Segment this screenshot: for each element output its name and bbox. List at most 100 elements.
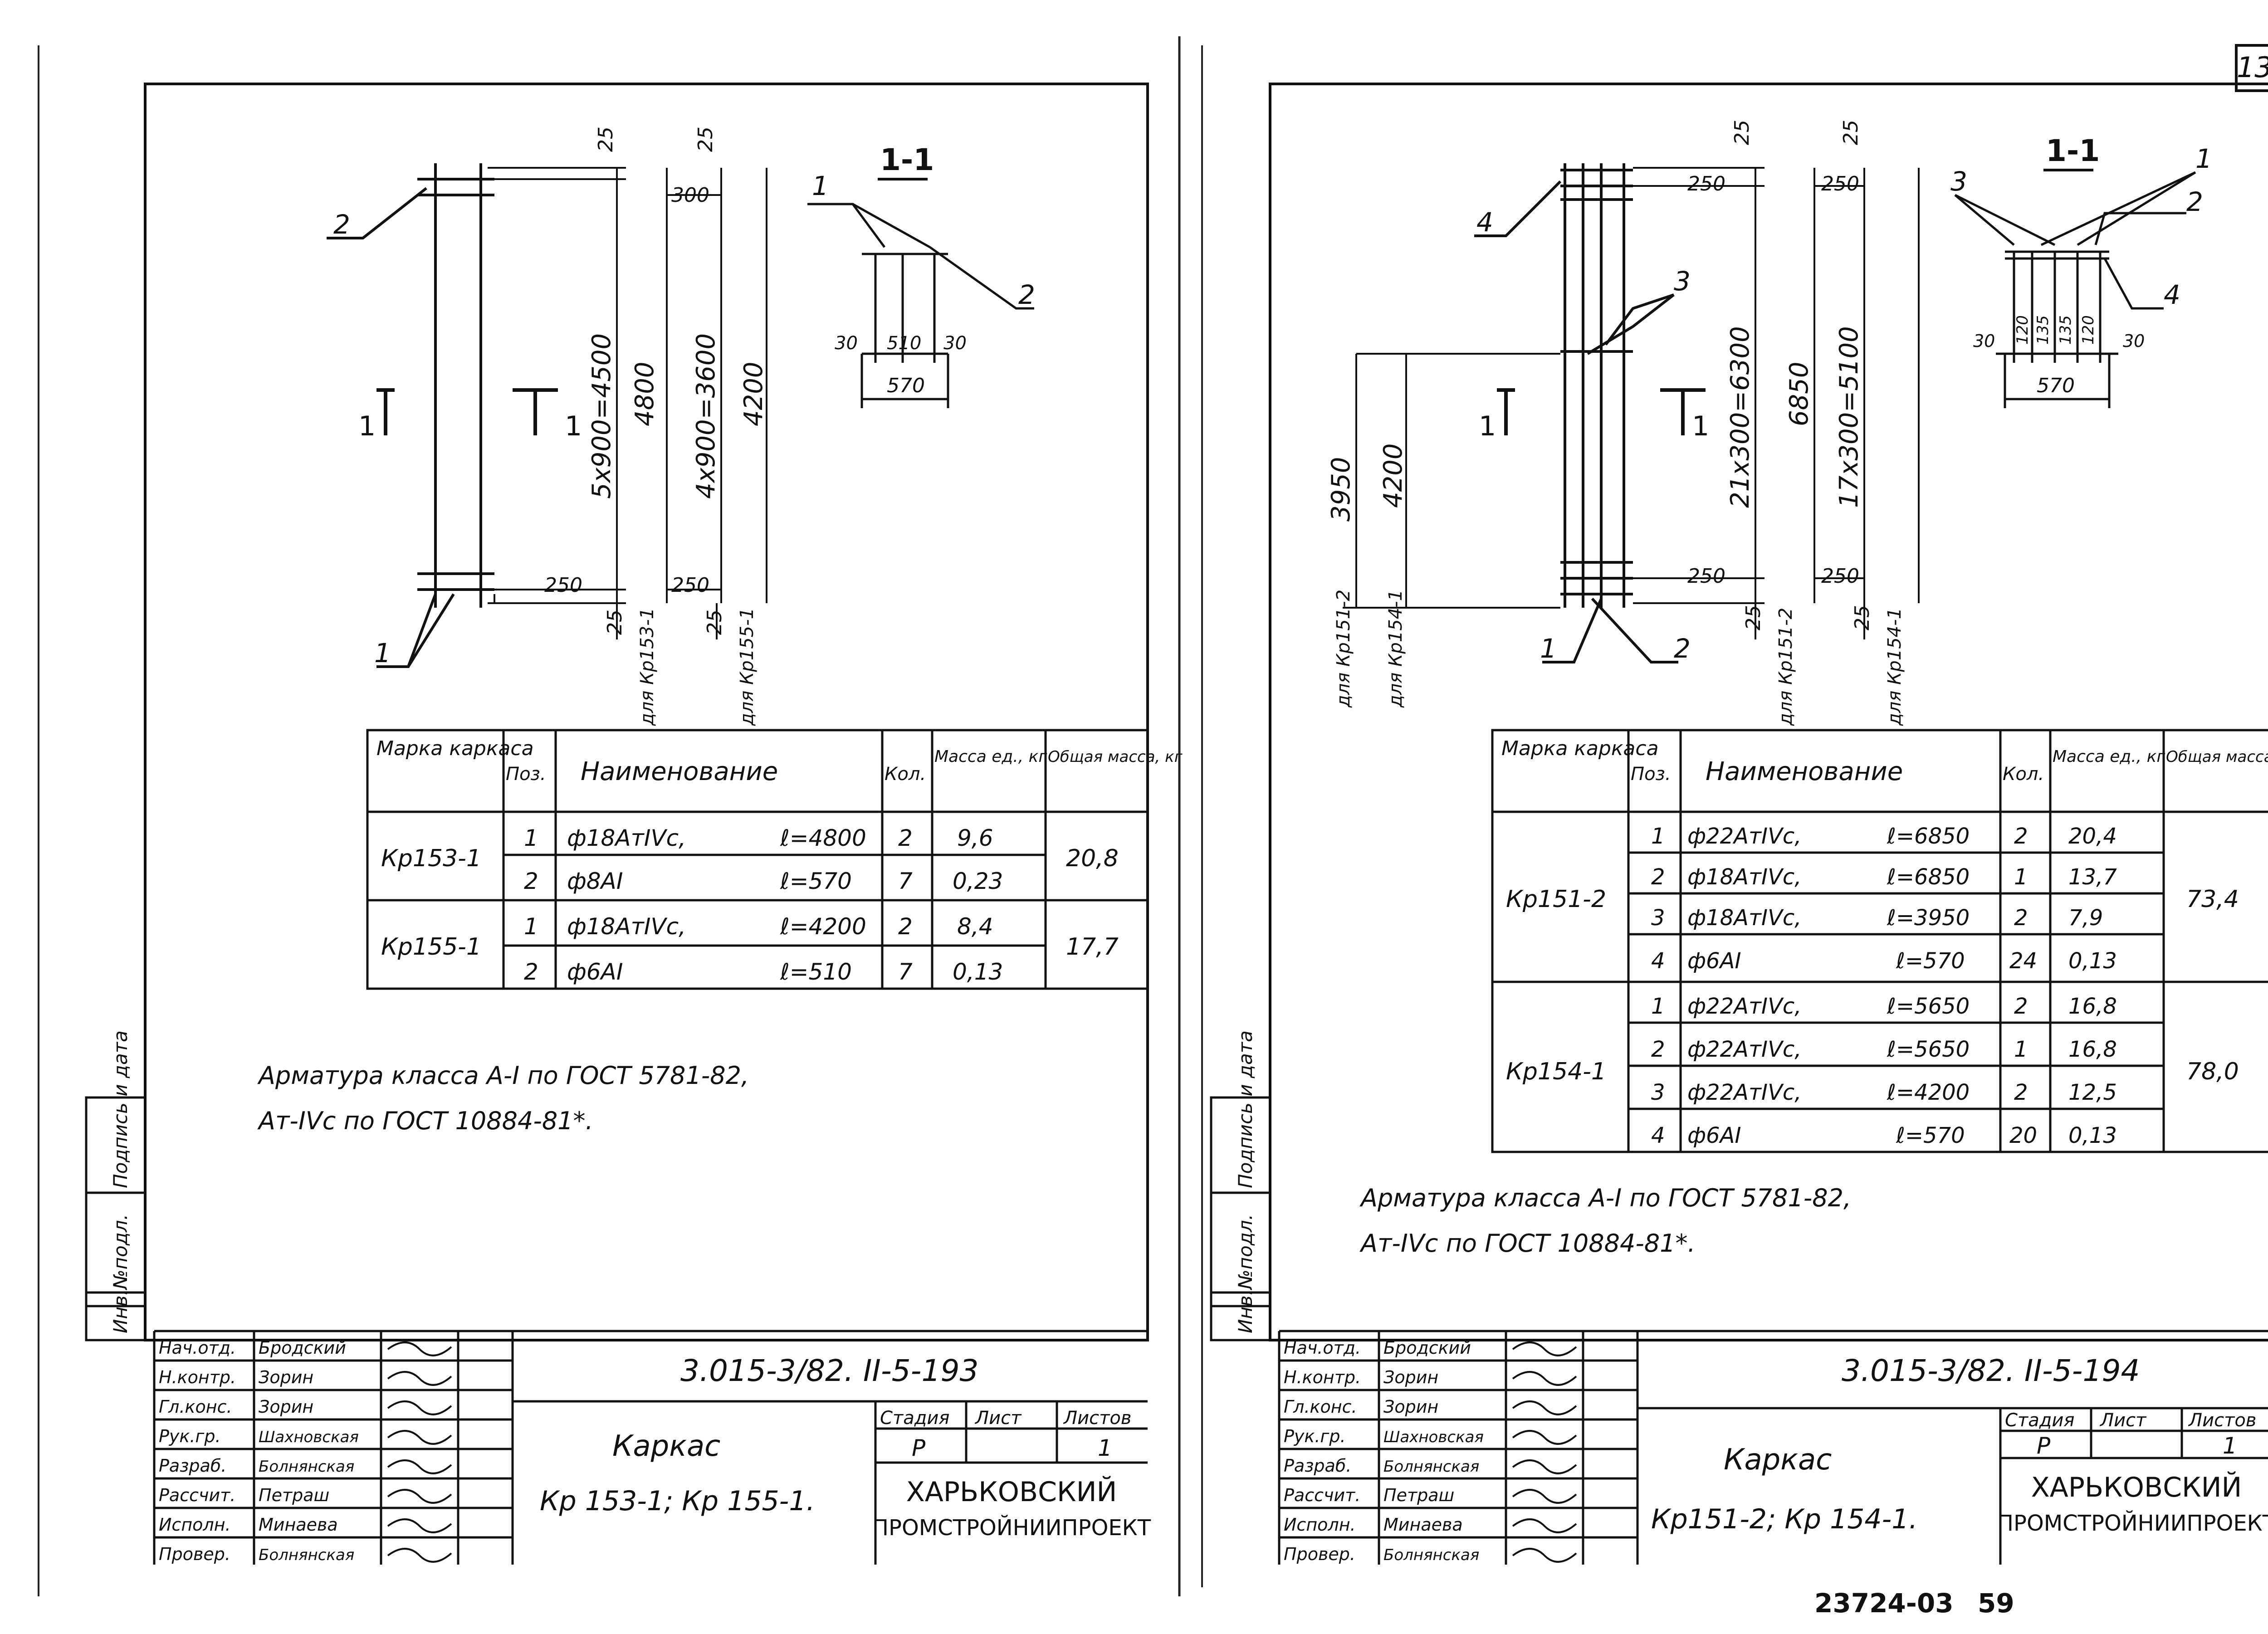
row-pos: 3 <box>1651 1080 1665 1105</box>
dim-side-a: 3950 <box>1326 457 1356 522</box>
row-pos: 2 <box>1651 864 1665 890</box>
section-1-1: 1-1 1 2 30 510 30 570 <box>807 142 1035 408</box>
row-pos: 1 <box>1651 994 1665 1019</box>
section-label: 1-1 <box>880 142 934 177</box>
title-block-left: Нач.отд. Бродский Н.контр. Зорин Гл.конс… <box>153 1330 1151 1565</box>
stamp-name: Зорин <box>1383 1367 1438 1387</box>
stamp-name: Болнянская <box>1383 1546 1479 1564</box>
row-name: ф6АI <box>1687 948 1741 974</box>
stamp-name: Зорин <box>259 1397 313 1417</box>
stage-header: Стадия <box>2005 1410 2074 1431</box>
row-name: ф18АтIVс, <box>567 913 686 940</box>
drawing-subtitle: Кр151-2; Кр 154-1. <box>1651 1503 1918 1535</box>
callout-right-3b: 3 <box>1950 166 1967 197</box>
stamp-role: Рук.гр. <box>1284 1426 1346 1446</box>
section-label: 1-1 <box>2046 133 2100 168</box>
dim-length-b: 4200 <box>739 361 768 426</box>
table-header-mark: Марка каркаса <box>1501 737 1659 760</box>
stamp-role: Разраб. <box>159 1456 226 1476</box>
table-header-pos: Поз. <box>1631 764 1671 785</box>
table-total: 17,7 <box>1066 933 1119 961</box>
row-mass: 7,9 <box>2068 905 2103 931</box>
org-name-2: ПРОМСТРОЙНИИПРОЕКТ <box>872 1515 1151 1541</box>
row-pos: 1 <box>1651 824 1665 849</box>
stamp-role: Гл.конс. <box>1284 1397 1357 1417</box>
dim-span-a: 5x900=4500 <box>587 333 616 499</box>
dim-offset-a-bottom: 250 <box>1687 565 1725 588</box>
dimension-lines <box>488 167 767 639</box>
row-pos: 3 <box>1651 905 1665 931</box>
dim-bottom-b: 25 <box>703 610 726 635</box>
row-mass: 9,6 <box>957 825 993 851</box>
table-header-unit-mass: Масса ед., кг <box>934 747 1047 766</box>
row-qty: 24 <box>2009 948 2037 974</box>
row-length: ℓ=6850 <box>1887 864 1970 890</box>
sheets-value: 1 <box>1098 1435 1112 1461</box>
stamp-name: Петраш <box>259 1485 329 1505</box>
stamp-role: Исполн. <box>159 1515 231 1535</box>
section-inner: 510 <box>887 333 921 354</box>
cut-label-left: 1 <box>1479 410 1496 442</box>
dim-offset-b-bottom: 250 <box>671 574 709 597</box>
row-qty: 1 <box>2014 864 2028 890</box>
drawing-title: Каркас <box>612 1429 720 1463</box>
stamp-name: Болнянская <box>259 1458 354 1476</box>
sec-part: 135 <box>2057 315 2075 345</box>
callout-left-1a: 1 <box>374 638 391 668</box>
stamp-name: Шахновская <box>1383 1428 1484 1446</box>
stamp-name: Зорин <box>259 1367 313 1387</box>
stamp-role: Нач.отд. <box>1284 1338 1361 1358</box>
row-name: ф18АтIVс, <box>1687 864 1802 890</box>
dimension-lines <box>1343 167 1920 639</box>
section-right-cover: 30 <box>2123 331 2145 351</box>
signature-marks <box>387 1341 452 1563</box>
dim-offset-b-bottom: 250 <box>1821 565 1859 588</box>
dim-span-b: 4x900=3600 <box>691 333 721 499</box>
dim-offset-a: 250 <box>544 574 582 597</box>
row-qty: 2 <box>898 913 913 940</box>
row-length: ℓ=4800 <box>780 825 866 851</box>
side-label-inv: Инв.№подл. <box>1234 1214 1256 1333</box>
org-name-2: ПРОМСТРОЙНИИПРОЕКТ <box>1997 1510 2268 1536</box>
row-name: ф18АтIVс, <box>567 825 686 851</box>
table-mark: Кр153-1 <box>381 845 481 872</box>
section-1-1: 1-1 3 1 <box>1950 133 2212 408</box>
stamp-name: Петраш <box>1383 1485 1454 1505</box>
row-name: ф22АтIVс, <box>1687 824 1802 849</box>
table-total: 20,8 <box>1066 845 1119 872</box>
stamp-role: Нач.отд. <box>159 1338 236 1358</box>
dim-top-b: 25 <box>1839 120 1862 145</box>
row-qty: 2 <box>2014 1080 2028 1105</box>
sheet-left: Инв.№подл. Подпись и дата 2 1 1 1 <box>85 83 1183 1565</box>
stamp-role: Разраб. <box>1284 1456 1351 1476</box>
row-name: ф6АI <box>1687 1123 1741 1148</box>
callout-right-3a: 3 <box>1674 266 1691 297</box>
for-label-d: для Кр154-1 <box>1884 608 1905 726</box>
dim-bottom-a: 25 <box>603 610 626 635</box>
stamp-role: Рассчит. <box>1284 1485 1360 1505</box>
sheet-frame <box>1269 83 2268 1341</box>
row-qty: 2 <box>2014 824 2028 849</box>
section-right-cover: 30 <box>943 333 967 354</box>
callout-left-1b: 1 <box>812 171 829 201</box>
side-label-sign: Подпись и дата <box>1234 1030 1256 1188</box>
row-mass: 16,8 <box>2068 994 2117 1019</box>
callout-right-4a: 4 <box>1476 207 1493 238</box>
row-name: ф8АI <box>567 868 623 894</box>
sec-part: 135 <box>2034 315 2052 345</box>
dim-offset-b-top: 300 <box>671 184 709 207</box>
dim-span-a: 21x300=6300 <box>1725 326 1755 508</box>
page-number-box: 137 <box>2235 44 2268 92</box>
callout-right-2b: 2 <box>2186 186 2203 217</box>
row-name: ф22АтIVс, <box>1687 994 1802 1019</box>
dim-offset-a-top: 250 <box>1687 172 1725 195</box>
footer-page: 59 <box>1978 1588 2014 1619</box>
row-length: ℓ=5650 <box>1887 994 1970 1019</box>
sec-part: 120 <box>2079 315 2097 345</box>
stamp-role: Н.контр. <box>1284 1367 1361 1387</box>
stamp-name: Бродский <box>1383 1338 1471 1358</box>
stage-value: Р <box>2037 1433 2051 1459</box>
table-mark: Кр154-1 <box>1506 1058 1606 1085</box>
table-mark: Кр155-1 <box>381 933 481 961</box>
